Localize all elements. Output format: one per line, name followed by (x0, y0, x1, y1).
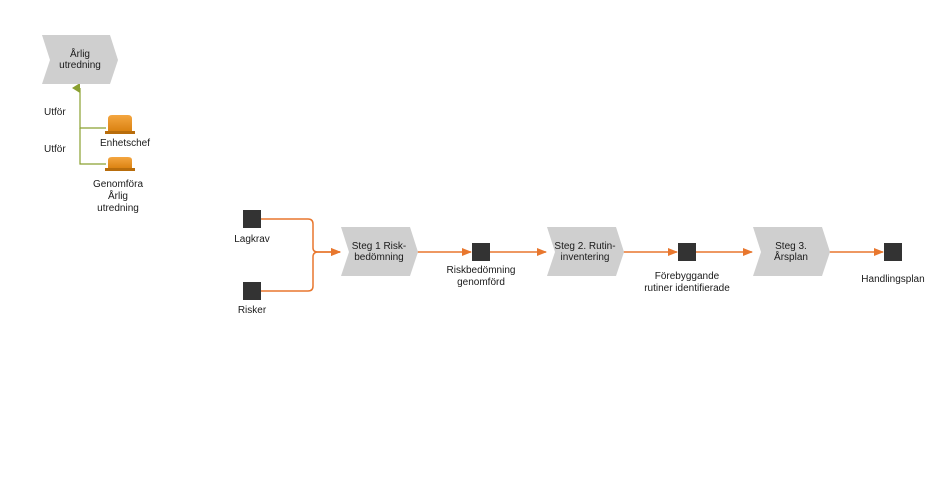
process-step2-shape[interactable] (547, 227, 624, 276)
event-lagkrav-label: Lagkrav (234, 234, 270, 245)
event-risker-label: Risker (237, 305, 267, 316)
process-annual-shape[interactable] (42, 35, 118, 84)
event-riskbedomning-label: Riskbedömning genomförd (446, 265, 516, 288)
edge-utfor-label-1: Utför (44, 107, 66, 118)
process-step3-shape[interactable] (753, 227, 830, 276)
process-step1-label: Steg 1 Risk- bedömning (351, 241, 407, 263)
assoc-edge-genomfora (79, 128, 106, 165)
role-genomfora-icon[interactable] (105, 157, 135, 171)
role-shapes (105, 115, 135, 171)
process-step1-shape[interactable] (341, 227, 418, 276)
flow-edges (260, 218, 884, 292)
flow-edge-risker-step1 (260, 248, 341, 292)
role-enhetschef-icon[interactable] (105, 115, 135, 134)
event-lagkrav-shape[interactable] (243, 210, 261, 228)
event-shapes (243, 210, 902, 300)
event-handlingsplan-shape[interactable] (884, 243, 902, 261)
association-edges (72, 83, 106, 165)
role-genomfora-label: Genomföra Årlig utredning (92, 179, 144, 214)
process-shapes (42, 35, 830, 276)
role-enhetschef-label: Enhetschef (99, 138, 151, 149)
event-forebyggande-shape[interactable] (678, 243, 696, 261)
event-forebyggande-label: Förebyggande rutiner identifierade (644, 271, 730, 294)
process-step2-label: Steg 2. Rutin- inventering (554, 241, 616, 263)
process-annual-label: Årlig utredning (59, 49, 101, 71)
event-riskbedomning-shape[interactable] (472, 243, 490, 261)
event-risker-shape[interactable] (243, 282, 261, 300)
process-step3-label: Steg 3. Årsplan (774, 241, 808, 263)
edge-utfor-label-2: Utför (44, 144, 66, 155)
event-handlingsplan-label: Handlingsplan (861, 274, 925, 285)
